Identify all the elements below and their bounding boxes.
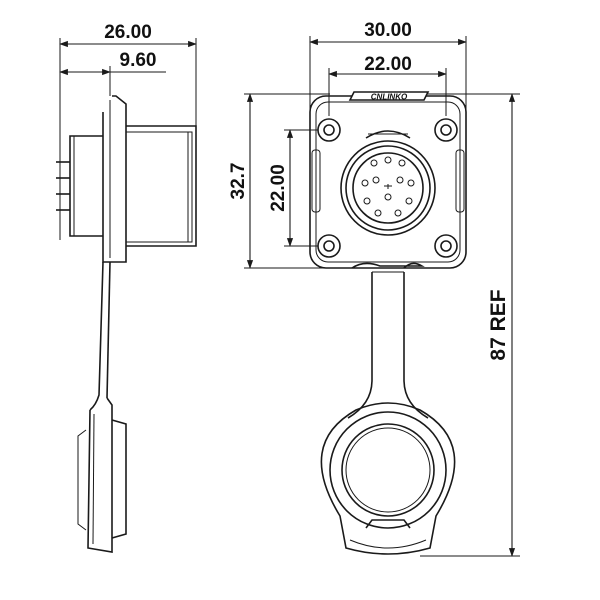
- dim-hole-spacing-vertical: 22.00: [268, 164, 289, 212]
- svg-text:CNLINKO: CNLINKO: [371, 93, 408, 102]
- contact-pins: [361, 156, 415, 217]
- mounting-hole-top-left: [317, 118, 341, 142]
- mounting-hole-bottom-left: [317, 234, 341, 258]
- dust-cap: [320, 402, 456, 555]
- mounting-hole-top-right: [434, 118, 458, 142]
- dim-side-overall-width: 26.00: [104, 22, 152, 43]
- dim-front-width: 30.00: [364, 20, 412, 41]
- dim-overall-length: 87 REF: [487, 289, 510, 360]
- pin-stubs: [56, 161, 70, 211]
- side-view: 26.00 9.60: [56, 22, 197, 553]
- dim-side-flange-width: 9.60: [120, 50, 157, 71]
- receptacle-face: [340, 130, 436, 236]
- mounting-hole-bottom-right: [434, 234, 458, 258]
- front-view: CNLINKO: [228, 20, 520, 557]
- tether-strap: [347, 262, 429, 419]
- dim-hole-spacing-horizontal: 22.00: [364, 54, 412, 75]
- brand-logo: CNLINKO: [348, 91, 430, 102]
- dim-front-height: 32.7: [228, 163, 249, 200]
